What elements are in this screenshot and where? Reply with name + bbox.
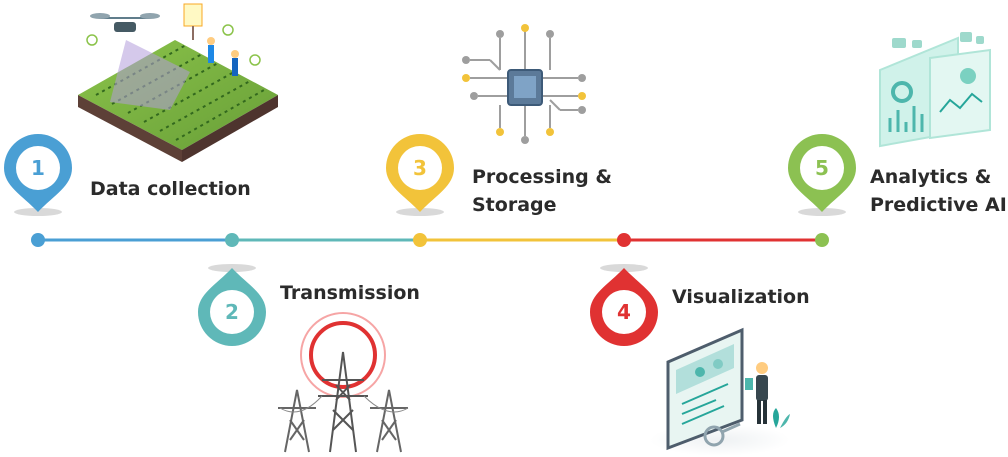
step-2-label: Transmission	[280, 282, 420, 304]
timeline-dot-1	[31, 233, 45, 247]
pin-4-number: 4	[617, 300, 631, 324]
pin-3-number: 3	[413, 156, 427, 180]
pin-1-inner	[16, 146, 60, 190]
pin-2: 2	[198, 268, 266, 346]
timeline-dot-3	[413, 233, 427, 247]
pin-5: 5	[788, 134, 856, 212]
timeline-dot-2	[225, 233, 239, 247]
timeline-dots	[31, 233, 829, 247]
step-3-label: Processing & Storage	[472, 166, 612, 216]
pin-4: 4	[590, 268, 658, 346]
step-5-label: Analytics & Predictive AI	[870, 166, 1007, 216]
pin-2-inner	[210, 290, 254, 334]
timeline-dot-4	[617, 233, 631, 247]
transmission-tower-icon	[278, 312, 409, 453]
pin-1-number: 1	[31, 156, 45, 180]
pin-2-number: 2	[225, 300, 239, 324]
pin-4-inner	[602, 290, 646, 334]
processor-chip-icon	[462, 24, 586, 144]
step-1-label: Data collection	[90, 178, 251, 200]
pin-3: 3	[386, 134, 454, 212]
pin-1: 1	[4, 134, 72, 212]
timeline-dot-5	[815, 233, 829, 247]
dashboard-person-icon	[650, 327, 790, 456]
pin-5-inner	[800, 146, 844, 190]
pin-3-inner	[398, 146, 442, 190]
step-4-label: Visualization	[672, 286, 810, 308]
analytics-panels-icon	[879, 32, 991, 148]
pin-5-number: 5	[815, 156, 829, 180]
drone-farm-field-icon	[78, 3, 278, 162]
